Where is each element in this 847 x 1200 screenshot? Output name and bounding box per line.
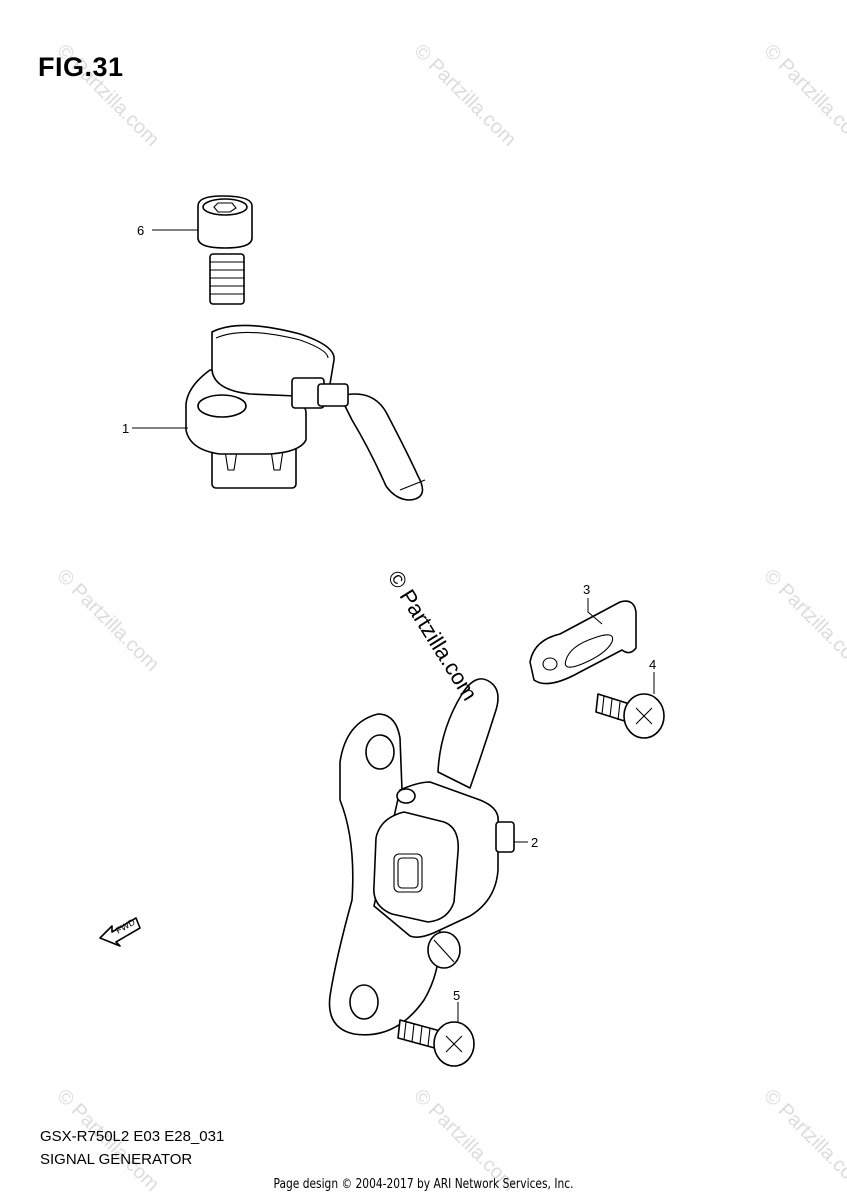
callout-4: 4 xyxy=(649,657,656,672)
part-5-screw[interactable] xyxy=(397,1019,475,1067)
forward-direction-arrow-icon xyxy=(99,917,141,947)
callout-2: 2 xyxy=(531,835,538,850)
callout-leaders xyxy=(132,229,655,1022)
part-3-bracket[interactable] xyxy=(529,600,637,685)
part-2-signal-generator[interactable] xyxy=(328,678,515,1036)
callout-5: 5 xyxy=(453,988,460,1003)
callout-3: 3 xyxy=(583,582,590,597)
figure-title: FIG.31 xyxy=(38,52,124,82)
callout-1: 1 xyxy=(122,421,129,436)
page-footer: Page design © 2004-2017 by ARI Network S… xyxy=(273,1177,574,1192)
part-6-bolt[interactable] xyxy=(197,195,253,305)
model-code: GSX-R750L2 E03 E28_031 xyxy=(40,1128,225,1145)
part-4-screw[interactable] xyxy=(595,693,665,739)
diagram-name: SIGNAL GENERATOR xyxy=(40,1151,193,1168)
callout-6: 6 xyxy=(137,223,144,238)
part-1-sensor[interactable] xyxy=(185,324,426,501)
